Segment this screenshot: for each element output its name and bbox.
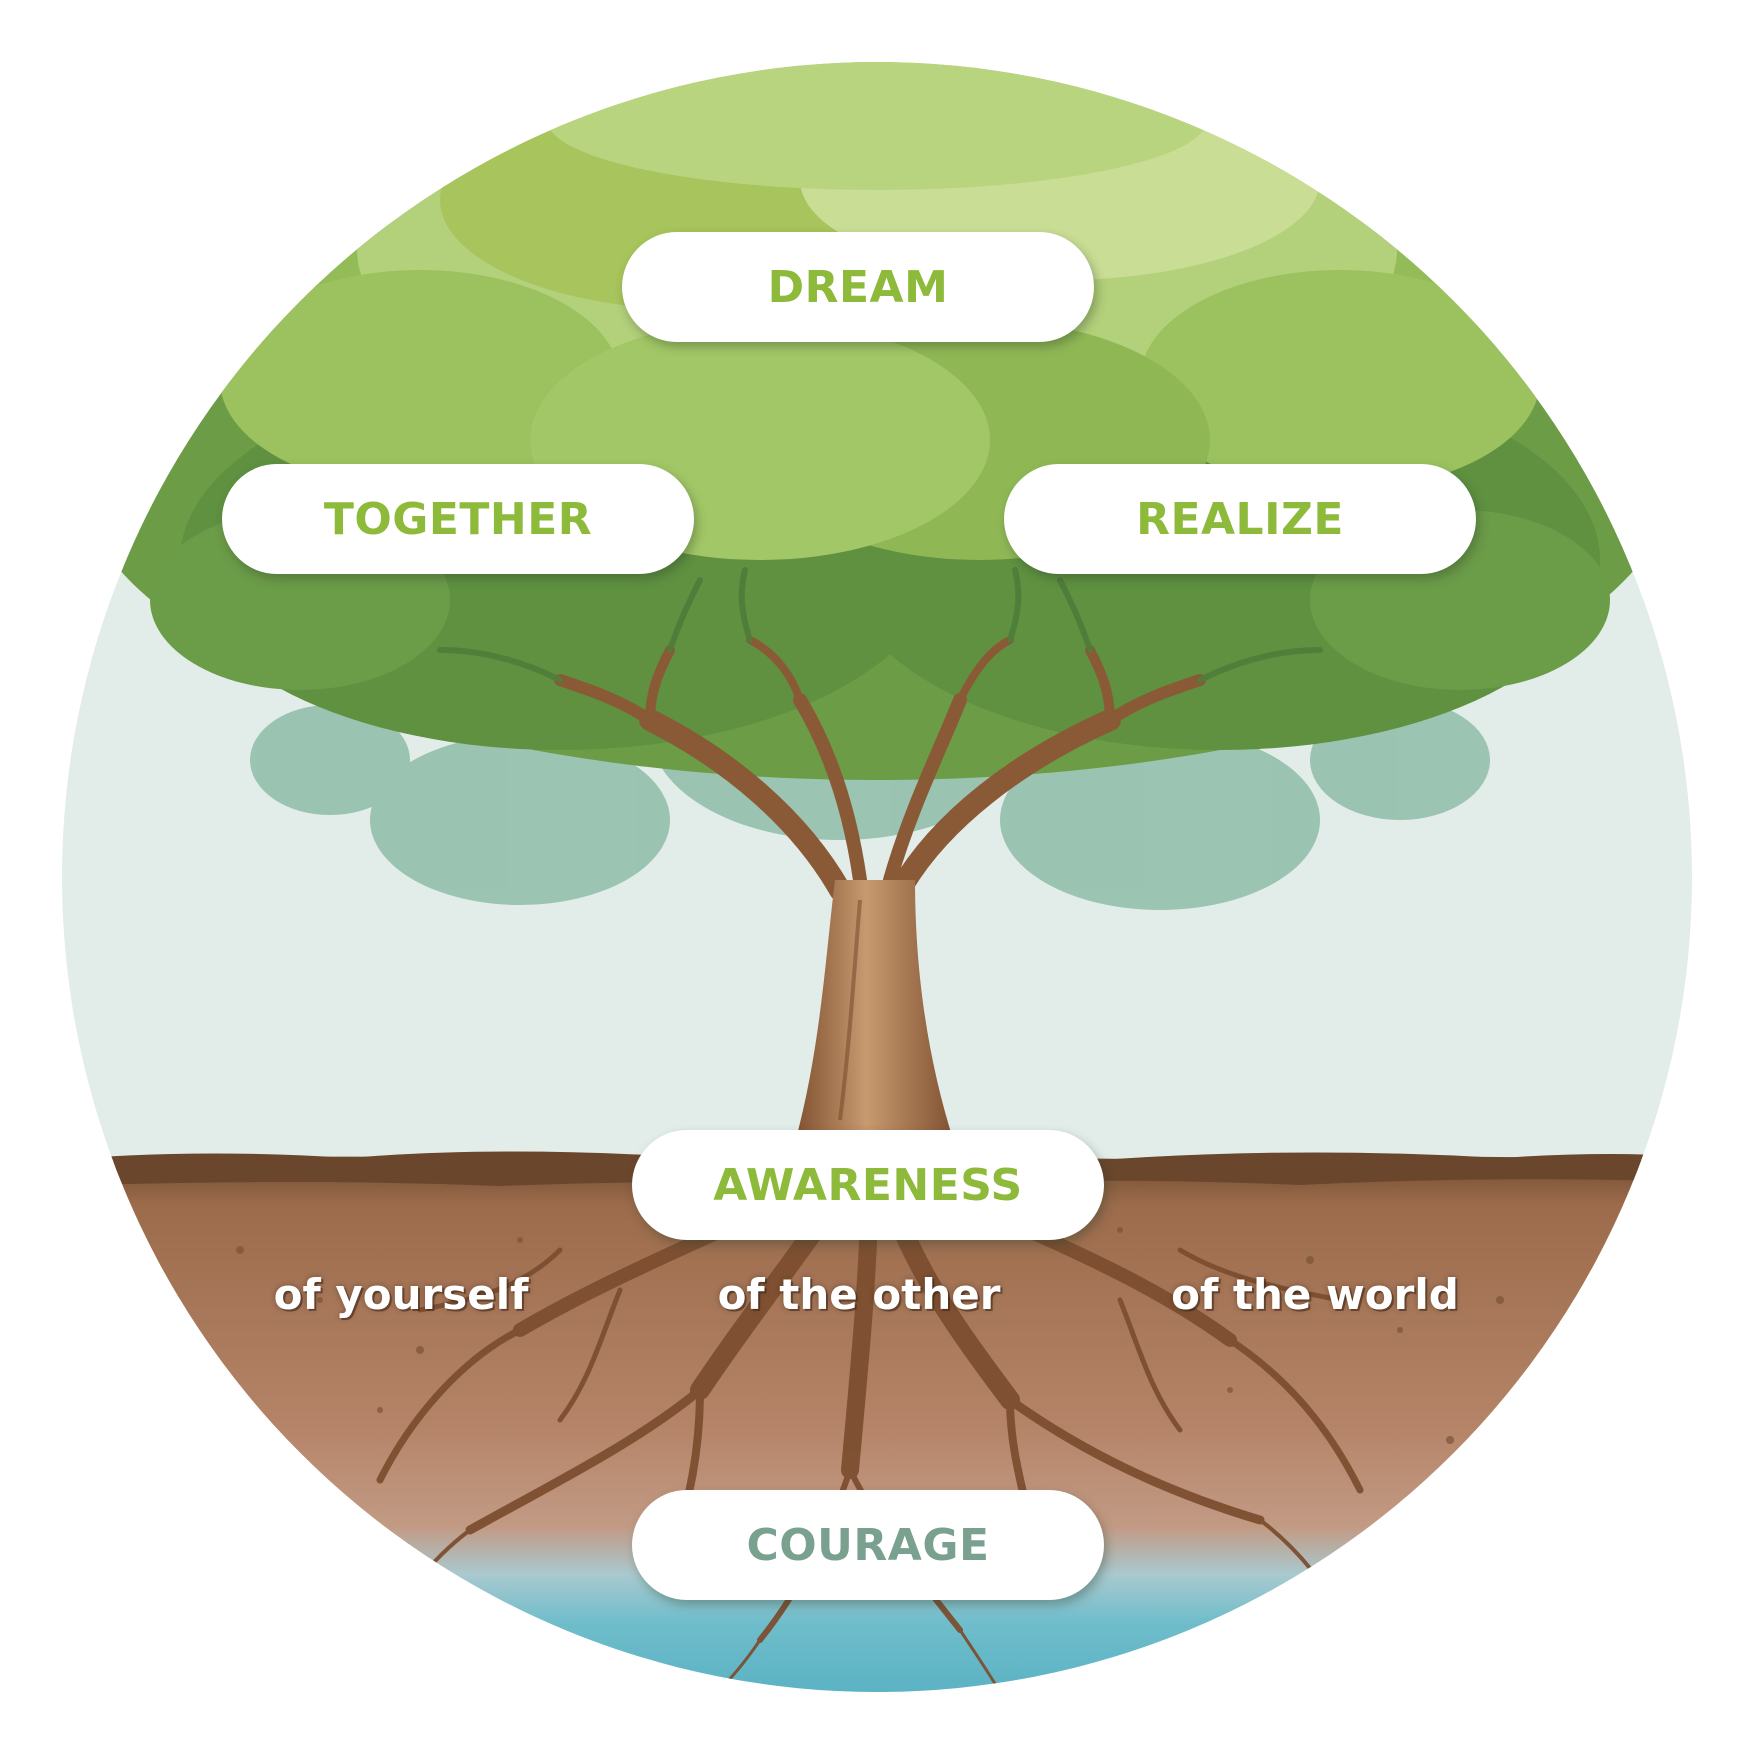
realize-pill: REALIZE — [1004, 464, 1476, 574]
of-the-world-label: of the world — [1150, 1270, 1480, 1319]
dream-label: DREAM — [768, 262, 949, 313]
of-the-other-label: of the other — [694, 1270, 1024, 1319]
courage-label: COURAGE — [746, 1520, 989, 1571]
of-yourself-label: of yourself — [236, 1270, 566, 1319]
canopy — [77, 50, 1677, 780]
together-label: TOGETHER — [324, 494, 592, 545]
soil-layer — [60, 1156, 1700, 1754]
dream-pill: DREAM — [622, 232, 1094, 342]
awareness-pill: AWARENESS — [632, 1130, 1104, 1240]
together-pill: TOGETHER — [222, 464, 694, 574]
realize-label: REALIZE — [1136, 494, 1344, 545]
awareness-label: AWARENESS — [713, 1160, 1022, 1211]
courage-pill: COURAGE — [632, 1490, 1104, 1600]
